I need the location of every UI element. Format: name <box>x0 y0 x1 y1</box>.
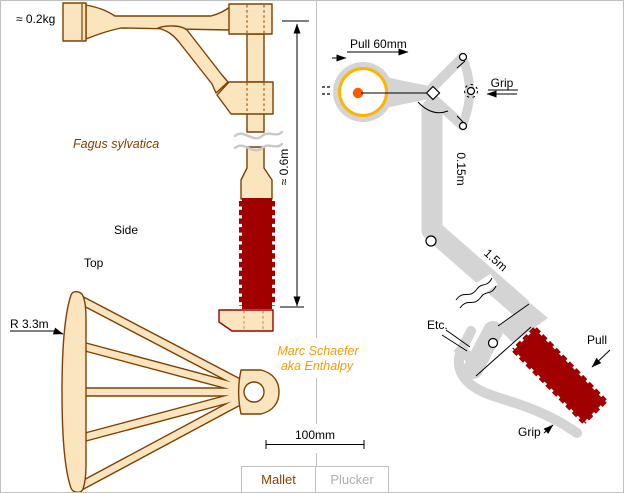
motion-arc <box>417 101 449 114</box>
gold-ring <box>338 67 388 117</box>
grip-top-annotation: Grip <box>486 76 518 98</box>
rod-end-pivot <box>425 85 441 101</box>
pull-label: Pull <box>587 333 607 347</box>
grip-pivot <box>466 86 476 96</box>
plucker-arm <box>421 98 531 318</box>
slide-block <box>497 303 548 343</box>
mallet-lower-block <box>216 81 274 115</box>
mallet-top-view: R 3.3m <box>10 291 280 492</box>
mallet-face-block <box>62 2 87 42</box>
head-radius-label: R 3.3m <box>10 317 49 331</box>
shaft-break-marks <box>233 130 284 152</box>
fork-pivot-upper <box>458 52 468 62</box>
etc-annotation: Etc. <box>427 318 471 352</box>
lower-link-tick <box>456 115 465 124</box>
pull-annotation: Pull <box>587 333 611 368</box>
elbow-hole <box>425 235 437 247</box>
grip-label-top: Grip <box>491 76 514 90</box>
mallet-neck <box>85 4 231 40</box>
head-edge-dashes <box>322 86 332 95</box>
trigger-lever <box>453 326 582 438</box>
credit-line1: Marc Schaefer <box>277 344 359 358</box>
center-dot <box>352 87 364 99</box>
mass-label: ≈ 0.2kg <box>16 12 55 26</box>
slide-cut-line-1 <box>497 303 530 327</box>
mallet-grip <box>239 198 275 309</box>
mallet-top-block <box>228 3 273 35</box>
plucker-view: Pull 60mm Grip 0.15m 1.5m Etc. Pull Grip <box>322 37 611 439</box>
frame-upper <box>463 321 503 379</box>
etc-stub <box>453 342 477 365</box>
tab-plucker[interactable]: Plucker <box>315 466 389 492</box>
scale-label: 100mm <box>295 428 335 442</box>
credit-line2: aka Enthalpy <box>281 359 354 373</box>
mallet-shaft-lower <box>240 146 273 200</box>
grip-bottom-annotation: Grip <box>518 424 554 439</box>
radius-annotation: R 3.3m <box>10 317 64 335</box>
mallet-shaft-mid <box>246 112 265 133</box>
strike-bar <box>61 291 87 492</box>
pull-stroke-label: Pull 60mm <box>350 37 407 51</box>
credit-block: Marc Schaefer aka Enthalpy <box>277 344 359 373</box>
shaft-length-label: ≈ 0.6m <box>277 149 291 186</box>
species-label: Fagus sylvatica <box>73 137 159 151</box>
grip-label-bottom: Grip <box>518 425 541 439</box>
plucker-grip <box>512 327 607 424</box>
top-view-label: Top <box>84 256 104 270</box>
grip-pivot-dashed-ring <box>464 84 478 98</box>
tab-mallet[interactable]: Mallet <box>241 466 316 492</box>
mallet-shaft-upper <box>246 33 265 83</box>
mallet-brace <box>157 25 229 94</box>
fan-spokes <box>74 293 250 492</box>
frame-hole <box>487 337 499 349</box>
scale-bar: 100mm <box>265 428 365 449</box>
length-dimension: ≈ 0.6m <box>277 20 309 308</box>
pull-stroke-annotation: Pull 60mm <box>332 37 409 62</box>
etc-label: Etc. <box>427 318 448 332</box>
fork-pivot-lower <box>458 121 468 131</box>
slide-cut-line-2 <box>475 326 532 377</box>
upper-link-tick <box>456 60 466 69</box>
arm-break-marks <box>455 273 498 309</box>
hub-hole <box>243 381 265 403</box>
side-view-label: Side <box>114 223 138 237</box>
mallet-side-view: ≈ 0.6m <box>62 2 309 332</box>
mallet-end-cap <box>218 309 274 332</box>
link-length-label: 0.15m <box>454 152 468 185</box>
